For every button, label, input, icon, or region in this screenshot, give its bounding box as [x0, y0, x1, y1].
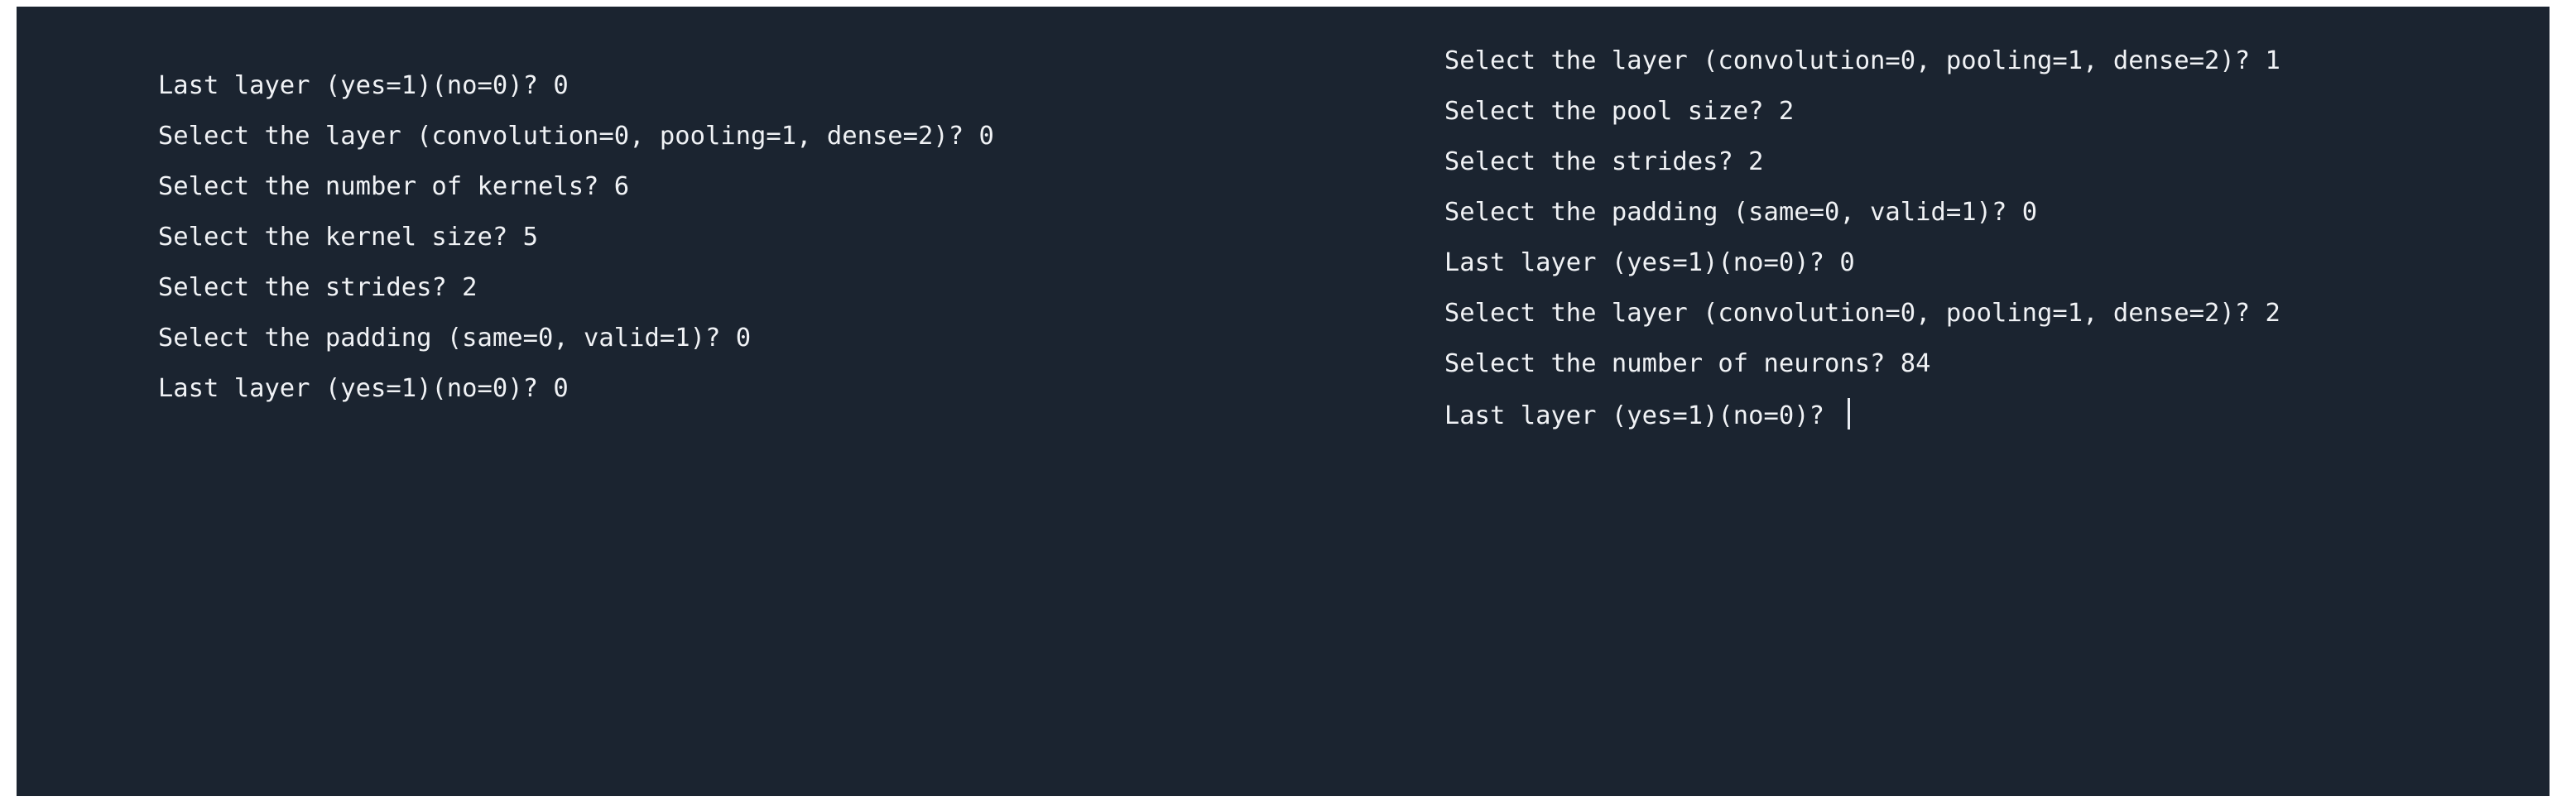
console-line: Select the layer (convolution=0, pooling…: [1323, 12, 2280, 111]
entered-value: 84: [1900, 349, 1931, 378]
console-output-panel[interactable]: Last layer (yes=1)(no=0)? 0 Select the l…: [17, 7, 2550, 796]
console-line: Select the pool size? 2: [1323, 62, 1794, 161]
prompt-text: Select the layer (convolution=0, pooling…: [1444, 46, 2266, 75]
entered-value: 2: [2265, 299, 2280, 328]
entered-value: 2: [1748, 147, 1764, 176]
prompt-text: Select the layer (convolution=0, pooling…: [157, 122, 979, 151]
text-cursor-caret: [1848, 398, 1851, 429]
entered-value: 0: [978, 122, 994, 151]
prompt-text: Select the layer (convolution=0, pooling…: [1444, 299, 2266, 328]
console-line: Select the number of kernels? 6: [36, 137, 629, 237]
entered-value: 2: [462, 273, 478, 302]
prompt-text: Last layer (yes=1)(no=0)?: [1444, 248, 1840, 277]
console-line: Select the number of neurons? 84: [1323, 314, 1931, 414]
prompt-text: Last layer (yes=1)(no=0)?: [1444, 401, 1840, 430]
entered-value: 0: [735, 324, 752, 353]
prompt-text: Select the number of kernels?: [157, 172, 614, 201]
prompt-text: Select the pool size?: [1444, 97, 1779, 126]
prompt-text: Select the padding (same=0, valid=1)?: [1444, 198, 2022, 227]
prompt-text: Last layer (yes=1)(no=0)?: [157, 71, 554, 100]
prompt-text: Select the strides?: [1444, 147, 1749, 176]
console-line-active[interactable]: Last layer (yes=1)(no=0)?: [1323, 365, 1851, 466]
console-column-right: Select the layer (convolution=0, pooling…: [1306, 7, 2548, 796]
console-line: Last layer (yes=1)(no=0)? 0: [36, 36, 569, 136]
console-line: Select the strides? 2: [1323, 113, 1764, 212]
console-line: Last layer (yes=1)(no=0)? 0: [1323, 214, 1855, 313]
console-line: Select the padding (same=0, valid=1)? 0: [1323, 163, 2037, 262]
entered-value: 6: [613, 172, 630, 201]
console-line: Select the layer (convolution=0, pooling…: [1323, 264, 2280, 363]
prompt-text: Select the padding (same=0, valid=1)?: [157, 324, 736, 353]
entered-value: 1: [2265, 46, 2280, 75]
entered-value: 0: [553, 374, 569, 403]
console-column-left: Last layer (yes=1)(no=0)? 0 Select the l…: [18, 7, 1293, 796]
entered-value: 0: [1839, 248, 1855, 277]
entered-value: 2: [1778, 97, 1795, 126]
prompt-text: Select the strides?: [157, 273, 463, 302]
prompt-text: Select the kernel size?: [157, 223, 523, 252]
entered-value: 0: [553, 71, 569, 100]
prompt-text: Select the number of neurons?: [1444, 349, 1901, 378]
console-line: Select the kernel size? 5: [36, 188, 538, 287]
prompt-text: Last layer (yes=1)(no=0)?: [157, 374, 554, 403]
console-line: Select the layer (convolution=0, pooling…: [36, 87, 994, 186]
console-line: Select the strides? 2: [36, 238, 478, 338]
entered-value: 5: [522, 223, 538, 252]
entered-value: 0: [2021, 198, 2038, 227]
console-line: Select the padding (same=0, valid=1)? 0: [36, 289, 751, 388]
console-line: Last layer (yes=1)(no=0)? 0: [36, 339, 569, 439]
